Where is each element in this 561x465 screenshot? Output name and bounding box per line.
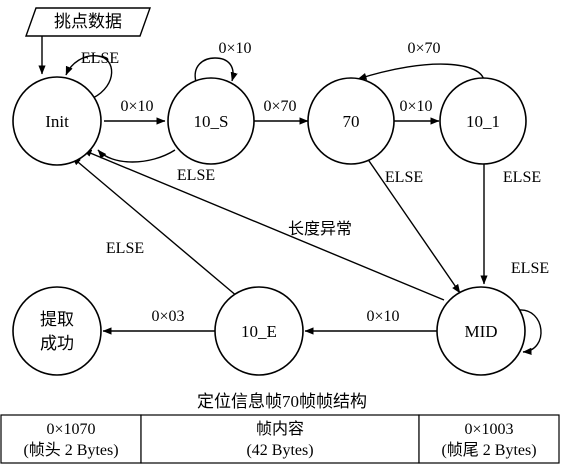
frame-content-desc: (42 Bytes)	[246, 442, 313, 459]
edge-10s-self-loop	[194, 57, 238, 83]
edge-70-to-mid	[366, 157, 461, 294]
frame-header-value: 0×1070	[46, 421, 95, 438]
frame-cell-header	[0, 414, 142, 464]
edge-mid-self-label: ELSE	[511, 260, 549, 277]
frame-trailer-desc: (帧尾 2 Bytes)	[441, 441, 536, 459]
node-init-label: Init	[45, 112, 69, 131]
edge-10s-self-label: 0×10	[218, 40, 251, 57]
node-mid-label: MID	[464, 322, 497, 341]
node-mid: MID	[436, 286, 526, 376]
node-init: Init	[12, 76, 102, 166]
edge-10e-to-init-label: ELSE	[106, 240, 144, 257]
input-box-label: 挑点数据	[54, 12, 122, 31]
node-10e-label: 10_E	[241, 322, 277, 341]
edge-mid-to-init-label: 长度异常	[288, 220, 352, 238]
edge-10e-to-init	[71, 156, 239, 298]
node-done-label-line1: 提取	[40, 310, 74, 329]
edge-70-to-10-1-label: 0×10	[399, 98, 432, 115]
node-10e-circle	[214, 286, 304, 376]
edge-10s-back-label: ELSE	[177, 167, 215, 184]
edge-10-1-to-70-label: 0×70	[407, 40, 440, 57]
edge-mid-self-loop	[518, 309, 542, 355]
node-10-1-circle	[439, 77, 527, 165]
edge-init-self-loop	[65, 55, 113, 99]
frame-cell-trailer	[418, 414, 560, 464]
edges: ELSE 0×10 0×10 ELSE 0×70 0×10 0×70 ELSE …	[38, 36, 549, 355]
frame-cell-content	[140, 414, 420, 464]
input-box-shape	[25, 7, 151, 37]
edge-10-1-to-70	[357, 63, 485, 82]
node-70-circle	[307, 77, 395, 165]
node-10-1-label: 10_1	[466, 112, 500, 131]
node-70: 70	[307, 77, 395, 165]
edge-mid-to-init	[82, 149, 445, 301]
input-box: 挑点数据	[25, 7, 151, 37]
edge-10e-to-done-label: 0×03	[151, 308, 184, 325]
node-init-circle	[12, 76, 102, 166]
frame-trailer-value: 0×1003	[464, 421, 513, 438]
edge-10s-to-70-label: 0×70	[263, 98, 296, 115]
node-done-circle	[12, 286, 102, 376]
edge-70-to-mid-label: ELSE	[385, 169, 423, 186]
node-done-label-line2: 成功	[40, 334, 74, 353]
edge-init-to-10s-label: 0×10	[120, 98, 153, 115]
node-70-label: 70	[343, 112, 360, 131]
frame-content-value: 帧内容	[256, 420, 304, 438]
node-10s-label: 10_S	[194, 112, 229, 131]
edge-10s-back-to-init	[97, 149, 176, 163]
node-done: 提取 成功	[12, 286, 102, 376]
node-mid-circle	[436, 286, 526, 376]
edge-mid-to-10e-label: 0×10	[366, 308, 399, 325]
frame-table: 0×1070 (帧头 2 Bytes) 帧内容 (42 Bytes) 0×100…	[0, 414, 560, 464]
frame-caption: 定位信息帧70帧帧结构	[197, 392, 367, 411]
edge-10-1-to-mid-label: ELSE	[503, 169, 541, 186]
node-10e: 10_E	[214, 286, 304, 376]
node-10s-circle	[167, 77, 255, 165]
edge-init-self-label: ELSE	[81, 50, 119, 67]
frame-header-desc: (帧头 2 Bytes)	[23, 441, 118, 459]
node-10s: 10_S	[167, 77, 255, 165]
node-10-1: 10_1	[439, 77, 527, 165]
